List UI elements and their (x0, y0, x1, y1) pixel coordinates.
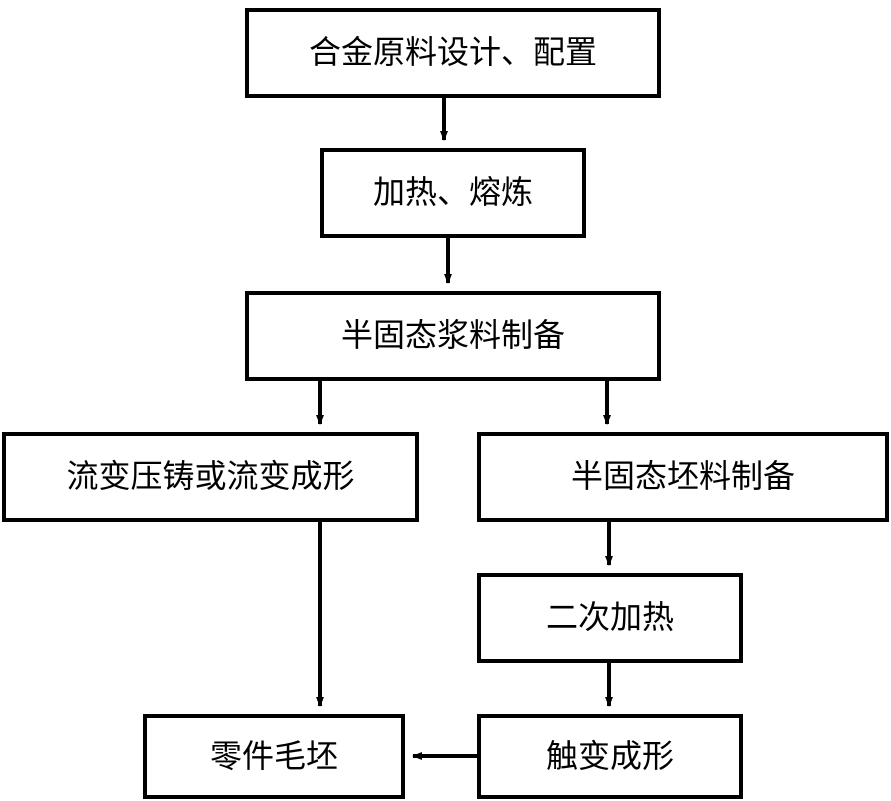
node-reheating-label: 二次加热 (545, 599, 674, 636)
node-slurry-prep[interactable]: 半固态浆料制备 (245, 291, 661, 381)
node-thixoforming[interactable]: 触变成形 (477, 714, 743, 799)
node-reheating[interactable]: 二次加热 (477, 573, 743, 663)
node-part-blank-label: 零件毛坯 (209, 737, 338, 774)
node-heating-melting-label: 加热、熔炼 (372, 174, 533, 211)
node-billet-prep-label: 半固态坯料制备 (570, 458, 795, 495)
node-billet-prep[interactable]: 半固态坯料制备 (477, 432, 889, 522)
node-slurry-prep-label: 半固态浆料制备 (340, 317, 565, 354)
node-rheocasting[interactable]: 流变压铸或流变成形 (2, 432, 419, 522)
node-heating-melting[interactable]: 加热、熔炼 (320, 148, 586, 238)
node-rheocasting-label: 流变压铸或流变成形 (66, 458, 355, 495)
node-alloy-design-label: 合金原料设计、配置 (308, 34, 597, 71)
node-part-blank[interactable]: 零件毛坯 (143, 714, 405, 799)
node-thixoforming-label: 触变成形 (545, 737, 674, 774)
node-alloy-design[interactable]: 合金原料设计、配置 (245, 8, 661, 98)
